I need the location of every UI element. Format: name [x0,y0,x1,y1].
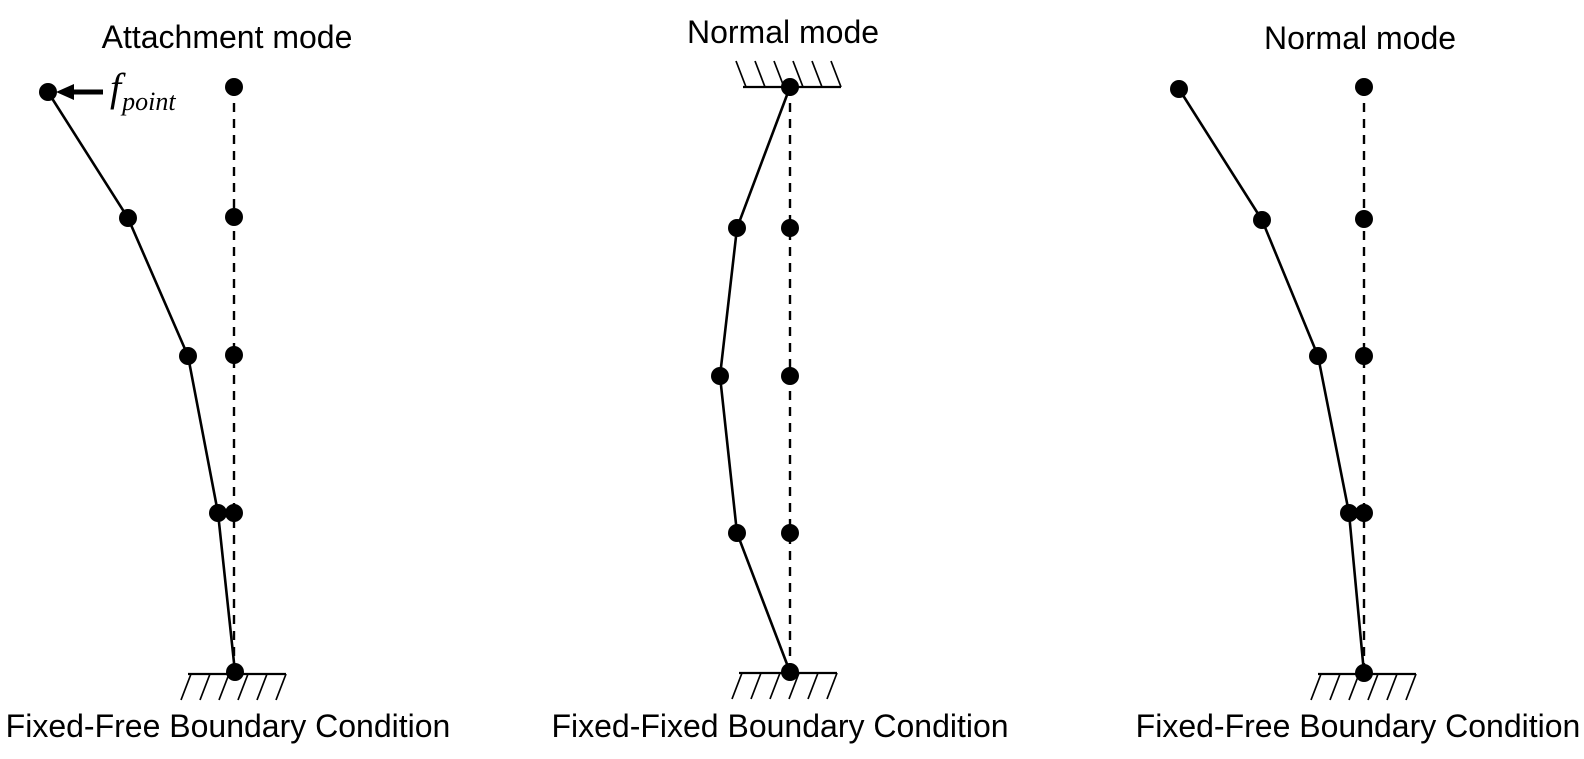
mode-shape-curve [1177,88,1366,674]
mode-shape-curve [46,91,237,673]
mode-shape-curve [718,86,792,673]
reference-node-dot [1355,347,1373,365]
hatch-line [750,672,762,700]
hatch-line [830,60,842,88]
panel-middle [711,60,842,700]
panel-title-left: Attachment mode [101,19,353,55]
curve-node-dot [226,663,244,681]
curve-node-dot [1309,347,1327,365]
hatch-line [199,673,211,701]
hatch-line [811,60,823,88]
curve-node-dot [209,504,227,522]
hatch-line [754,60,766,88]
hatch-line [769,672,781,700]
force-arrow-head [56,84,74,100]
reference-node-dot [225,78,243,96]
curve-node-dot [1253,211,1271,229]
curve-node-dot [179,347,197,365]
curve-node-dot [781,78,799,96]
panel-left [39,78,287,701]
force-symbol: f [110,65,122,110]
panel-caption-left: Fixed-Free Boundary Condition [5,708,451,744]
reference-node-dot [781,367,799,385]
hatch-line [807,672,819,700]
panel-right [1170,78,1417,701]
hatch-line [735,60,747,88]
force-subscript: point [122,87,176,116]
curve-node-dot [119,209,137,227]
panel-caption-middle: Fixed-Fixed Boundary Condition [551,708,1009,744]
curve-node-dot [1340,504,1358,522]
reference-node-dot [1355,78,1373,96]
reference-node-dot [225,346,243,364]
panel-title-right: Normal mode [1263,20,1457,56]
reference-node-dot [1355,210,1373,228]
curve-node-dot [728,219,746,237]
hatch-line [826,672,838,700]
reference-node-dot [781,524,799,542]
hatch-line [256,673,268,701]
reference-node-dot [225,504,243,522]
reference-node-dot [225,208,243,226]
hatch-line [1329,673,1341,701]
reference-node-dot [781,219,799,237]
hatch-line [1367,673,1379,701]
hatch-line [731,672,743,700]
curve-node-dot [781,663,799,681]
curve-node-dot [1355,664,1373,682]
curve-node-dot [711,367,729,385]
curve-node-dot [39,83,57,101]
force-arrow [56,84,103,100]
panel-caption-right: Fixed-Free Boundary Condition [1135,708,1581,744]
hatch-line [1310,673,1322,701]
hatch-line [1405,673,1417,701]
force-label: fpoint [110,68,176,115]
hatch-line [1386,673,1398,701]
reference-node-dot [1355,504,1373,522]
hatch-line [275,673,287,701]
hatch-line [792,60,804,88]
hatch-line [237,673,249,701]
curve-node-dot [728,524,746,542]
hatch-line [218,673,230,701]
hatch-line [788,672,800,700]
hatch-line [180,673,192,701]
curve-node-dot [1170,80,1188,98]
panel-title-middle: Normal mode [686,14,880,50]
fixed-support-bottom [180,672,287,701]
